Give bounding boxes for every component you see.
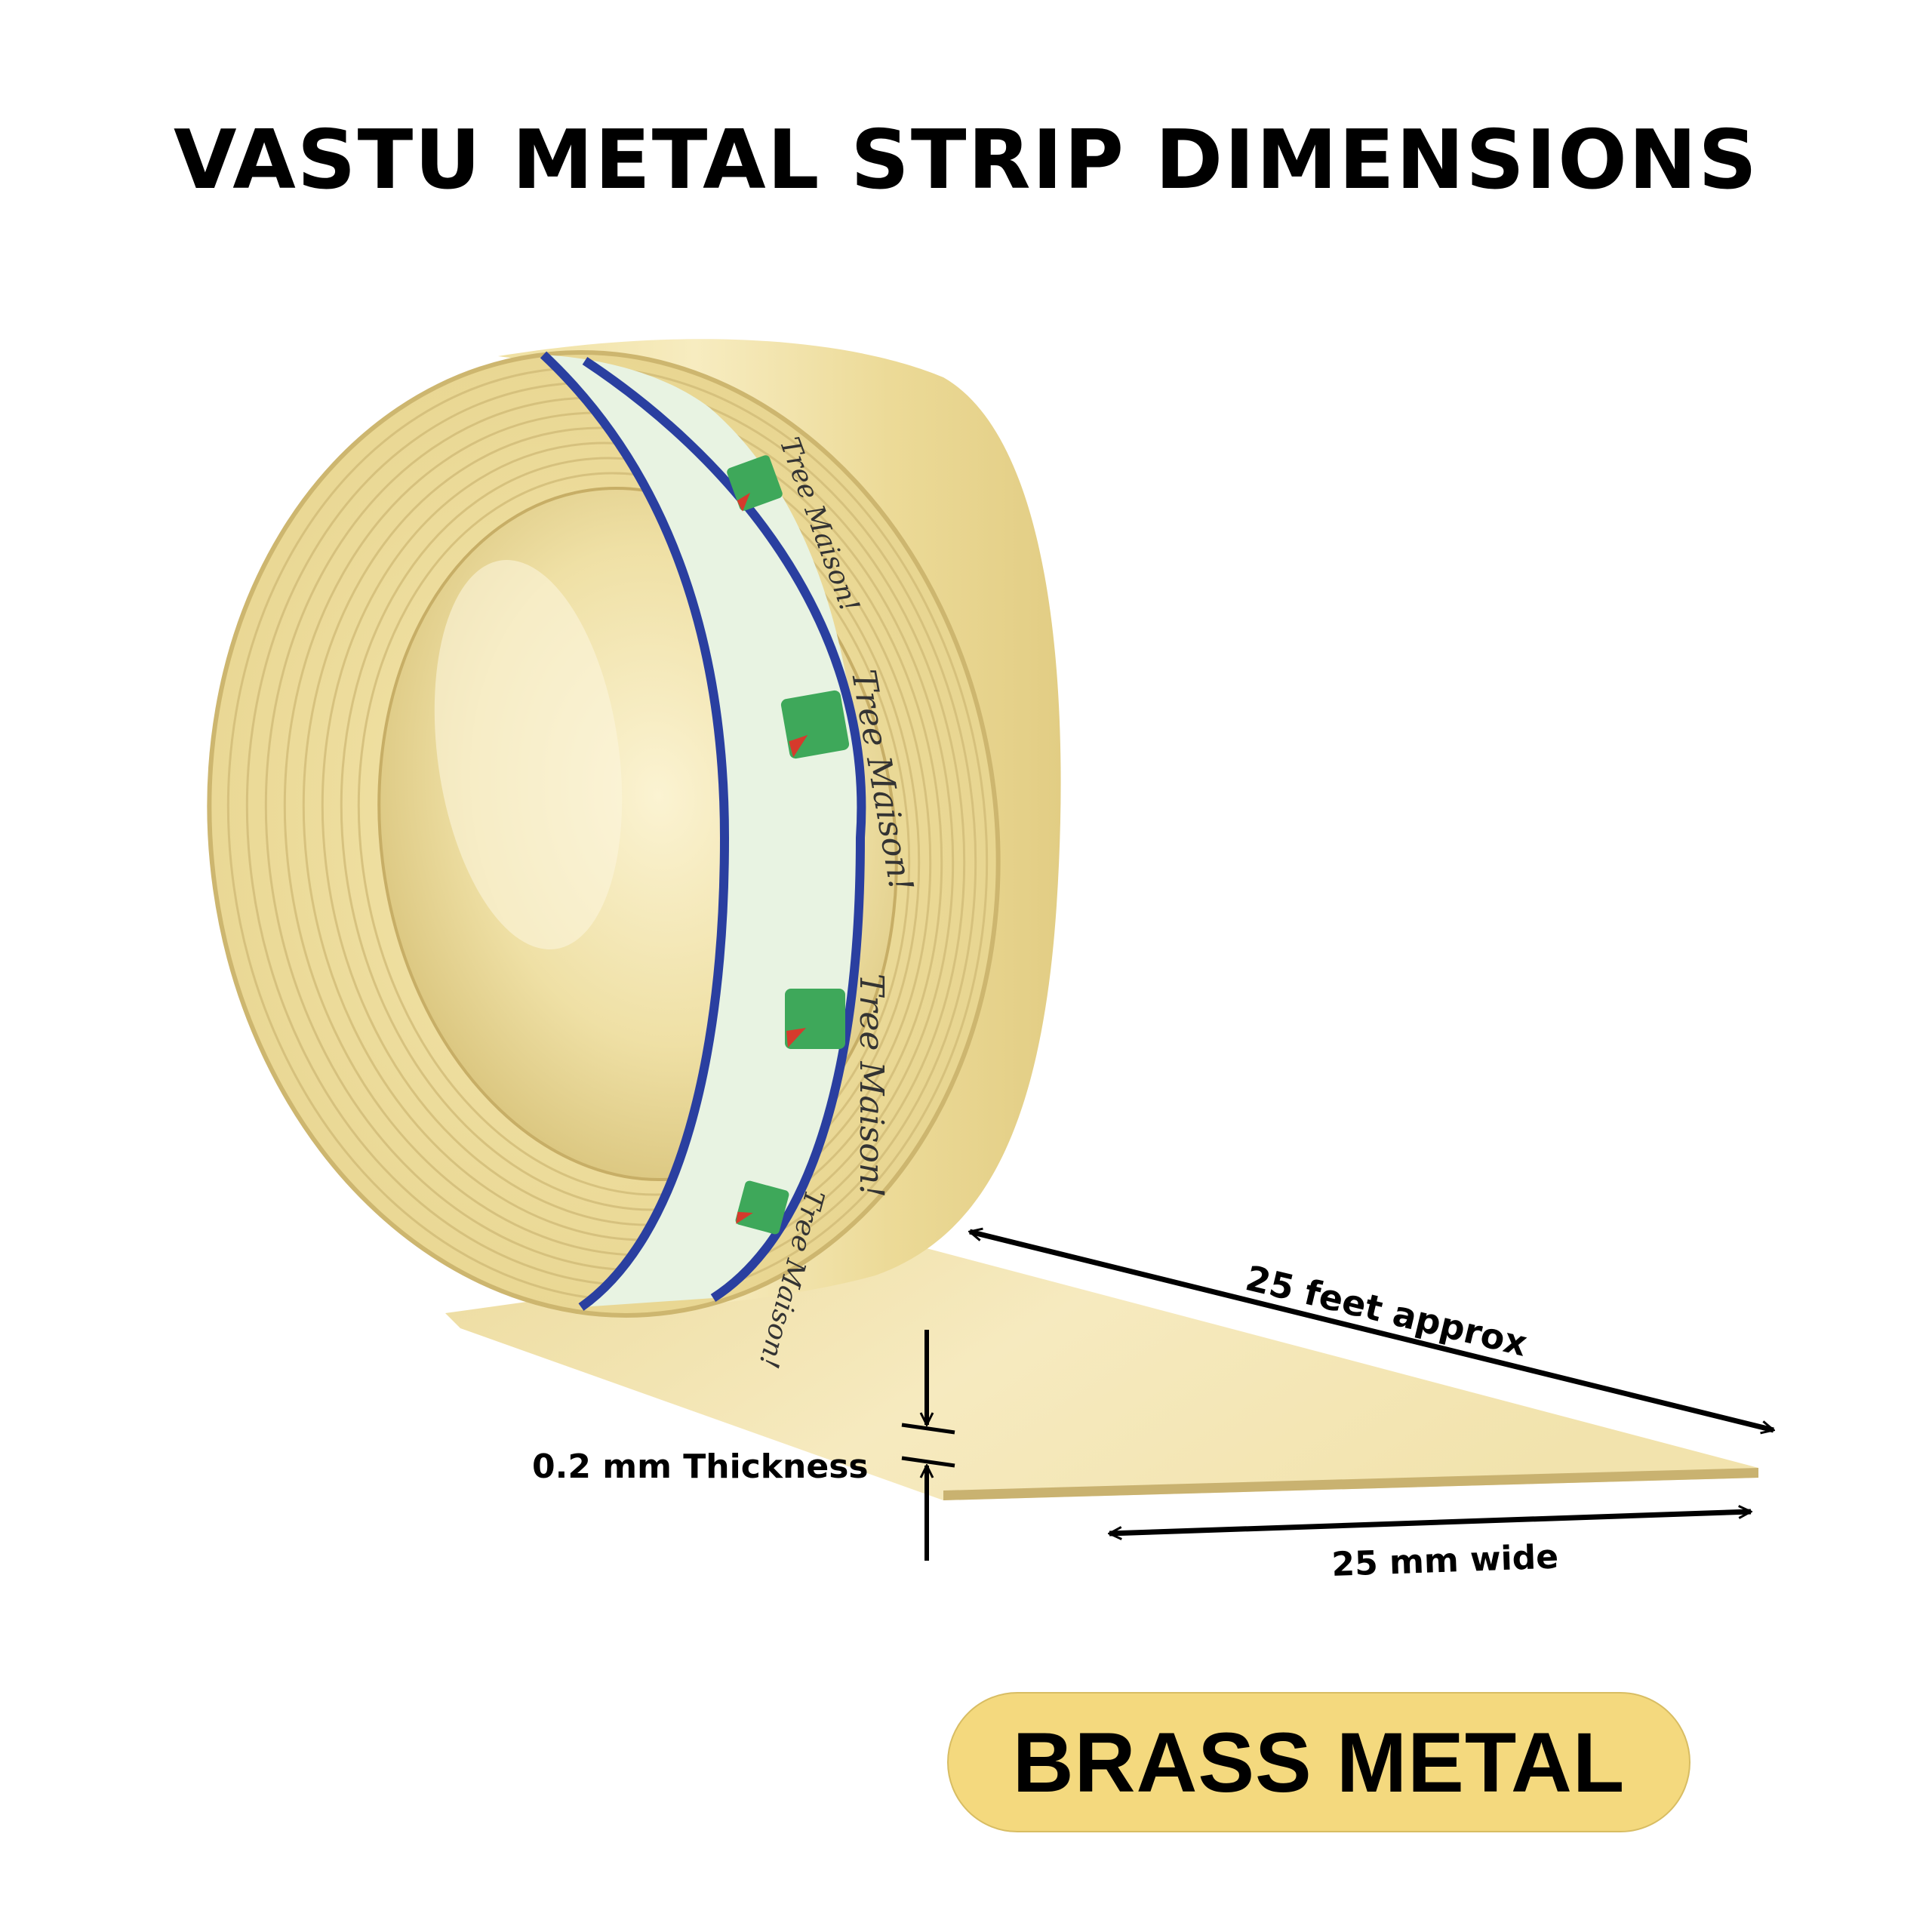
shopping-bag-icon: [735, 1180, 789, 1235]
thickness-label: 0.2 mm Thickness: [532, 1447, 869, 1486]
thickness-dimension: 0.2 mm Thickness: [532, 1330, 955, 1561]
brand-text: Tree Maison!: [852, 974, 891, 1198]
material-badge-label: BRASS METAL: [1012, 1715, 1626, 1810]
page-title: VASTU METAL STRIP DIMENSIONS: [173, 113, 1759, 208]
cursor-arrow-icon: [737, 492, 751, 512]
cursor-arrow-icon: [789, 734, 808, 758]
cursor-arrow-icon: [736, 1211, 753, 1224]
brass-coil: [207, 339, 1061, 1318]
shopping-bag-icon: [727, 455, 783, 511]
brand-logo-3: Tree Maison!: [785, 974, 891, 1198]
width-dimension: 25 mm wide: [1109, 1512, 1751, 1584]
width-label: 25 mm wide: [1331, 1538, 1559, 1584]
cursor-arrow-icon: [786, 1028, 806, 1048]
material-badge: BRASS METAL: [947, 1692, 1690, 1832]
shopping-bag-icon: [780, 690, 850, 759]
